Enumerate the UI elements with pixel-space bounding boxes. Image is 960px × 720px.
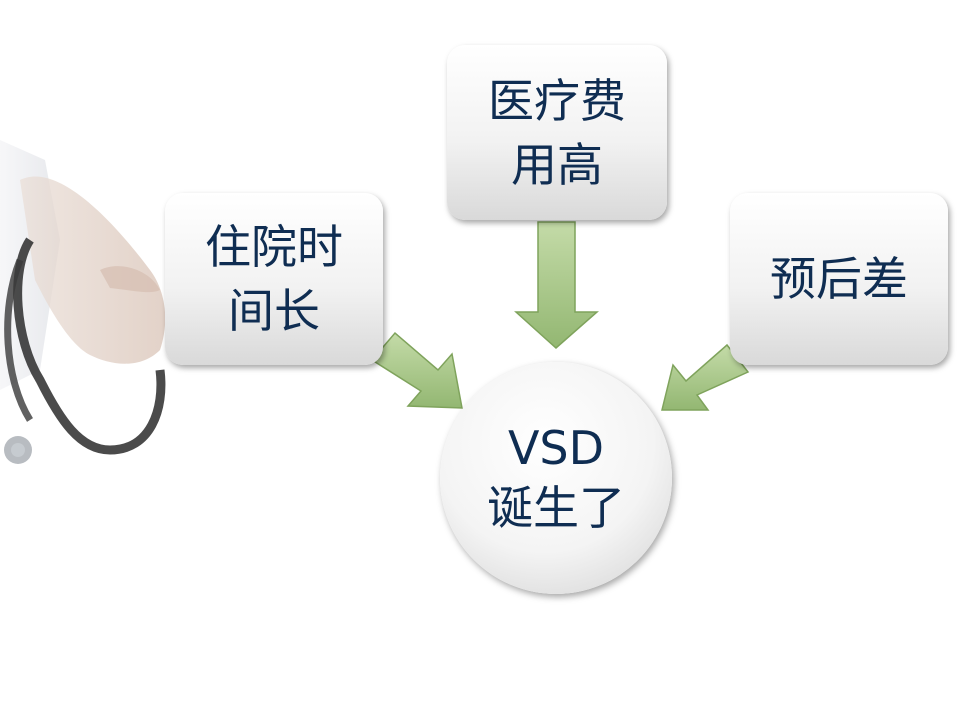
arrow-right-to-center — [661, 343, 750, 411]
node-top-line1: 医疗费 — [488, 73, 626, 128]
node-hospital-stay-long: 住院时 间长 — [165, 193, 383, 365]
node-vsd-born: VSD 诞生了 — [440, 362, 672, 594]
arrow-top-to-center — [514, 221, 599, 350]
node-left-line1: 住院时 — [205, 220, 343, 274]
node-left-line2: 间长 — [228, 284, 320, 338]
node-center-line2: 诞生了 — [487, 481, 625, 535]
node-medical-cost-high: 医疗费 用高 — [447, 45, 667, 220]
doctor-stethoscope-photo — [0, 140, 166, 464]
node-top-line2: 用高 — [511, 137, 603, 192]
node-poor-prognosis: 预后差 — [730, 193, 948, 365]
arrow-left-to-center — [370, 331, 463, 409]
node-right-line1: 预后差 — [770, 252, 908, 306]
node-center-line1: VSD — [507, 421, 605, 475]
